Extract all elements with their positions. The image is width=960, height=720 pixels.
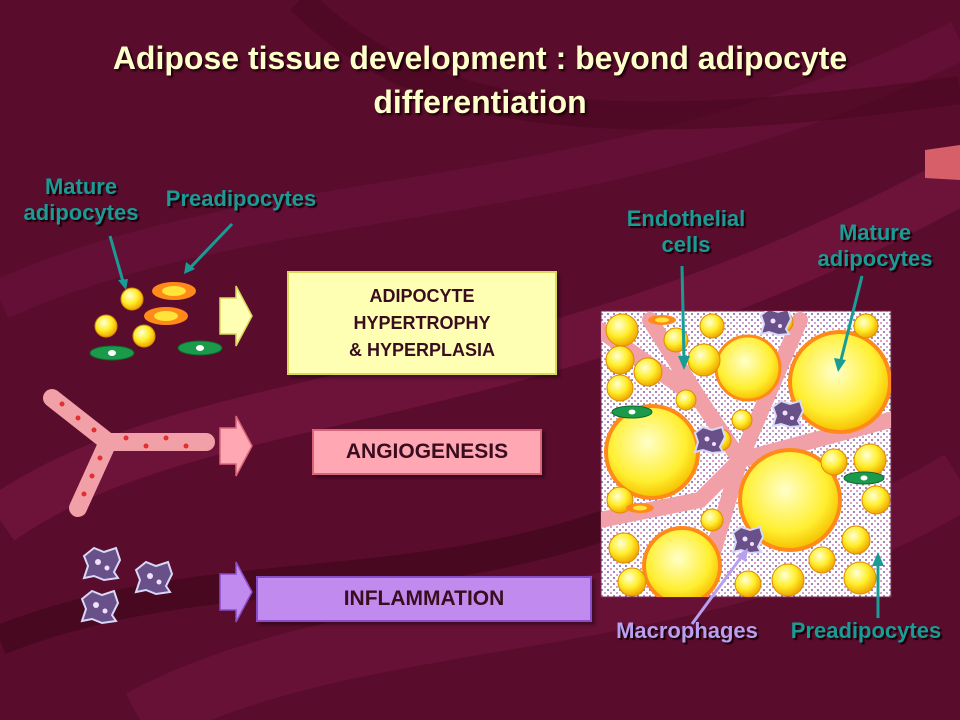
- slide-title: Adipose tissue development : beyond adip…: [112, 40, 848, 120]
- box-hyper-line-2: HYPERTROPHY: [353, 312, 491, 333]
- box-adipocyte-hypertrophy: ADIPOCYTE HYPERTROPHY & HYPERPLASIA: [287, 271, 557, 375]
- label-preadipocytes-left: Preadipocytes: [165, 186, 317, 211]
- left-preadipocyte-cluster: [89, 282, 223, 361]
- arrow-angiogenesis: [219, 415, 253, 477]
- box-hyper-line-3: & HYPERPLASIA: [348, 339, 496, 360]
- left-blood-vessel: [43, 389, 215, 517]
- box-inflammation: INFLAMMATION: [256, 576, 592, 622]
- left-adipocyte-cluster: [94, 287, 156, 348]
- label-macrophages: Macrophages: [616, 618, 758, 643]
- arrow-hypertrophy: [219, 285, 253, 347]
- left-macrophages: [80, 546, 174, 625]
- tissue-macrophages: [693, 311, 805, 555]
- label-mature-adipocytes-left: Mature adipocytes: [23, 174, 139, 225]
- label-preadipocytes-right: Preadipocytes: [790, 618, 942, 643]
- arrow-inflammation: [219, 561, 253, 623]
- adipose-tissue-block: [600, 310, 892, 598]
- label-mature-adipocytes-right: Mature adipocytes: [817, 220, 933, 271]
- box-hyper-line-1: ADIPOCYTE: [369, 285, 475, 306]
- box-angiogenesis: ANGIOGENESIS: [312, 429, 542, 475]
- label-endothelial-cells: Endothelial cells: [626, 206, 746, 257]
